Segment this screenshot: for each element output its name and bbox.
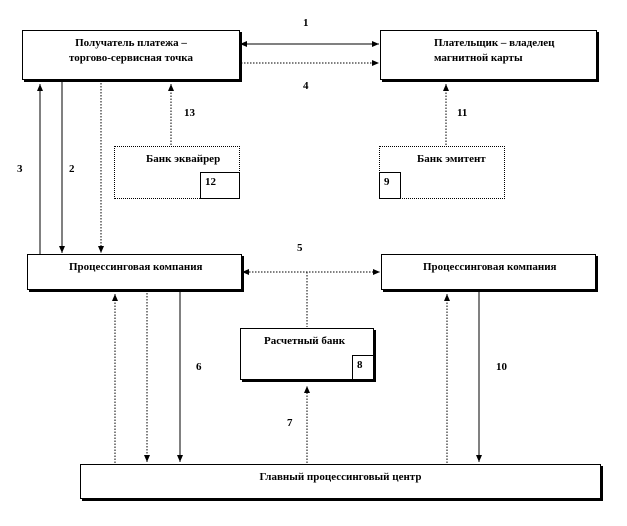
issuer-label: Банк эмитент [417,153,486,165]
recipient-label-line2: торгово-сервисная точка [69,52,193,64]
settlement-box: Расчетный банк [240,328,374,380]
issuer-badge: 9 [379,172,401,199]
settlement-label: Расчетный банк [264,335,346,347]
recipient-label-line1: Получатель платежа – [75,37,187,49]
processing-left-label: Процессинговая компания [69,261,203,273]
flow-label-6: 6 [196,361,202,373]
flow-label-10: 10 [496,361,507,373]
processing-right-box: Процессинговая компания [381,254,596,290]
acquirer-label: Банк эквайрер [146,153,221,165]
flow-label-4: 4 [303,80,309,92]
flow-label-5: 5 [297,242,303,254]
flow-label-11: 11 [457,107,468,119]
main-center-box: Главный процессинговый центр [80,464,601,499]
acquirer-badge: 12 [200,172,240,199]
payer-label-line2: магнитной карты [434,52,523,64]
flow-label-3: 3 [17,163,23,175]
flow-label-2: 2 [69,163,75,175]
payer-box: Плательщик – владелец магнитной карты [380,30,597,80]
payer-label-line1: Плательщик – владелец [434,37,555,49]
main-center-label: Главный процессинговый центр [259,471,422,483]
recipient-box: Получатель платежа – торгово-сервисная т… [22,30,240,80]
settlement-badge: 8 [352,355,374,380]
flow-label-1: 1 [303,17,309,29]
flow-label-7: 7 [287,417,293,429]
processing-left-box: Процессинговая компания [27,254,242,290]
flow-label-13: 13 [184,107,195,119]
processing-right-label: Процессинговая компания [423,261,557,273]
